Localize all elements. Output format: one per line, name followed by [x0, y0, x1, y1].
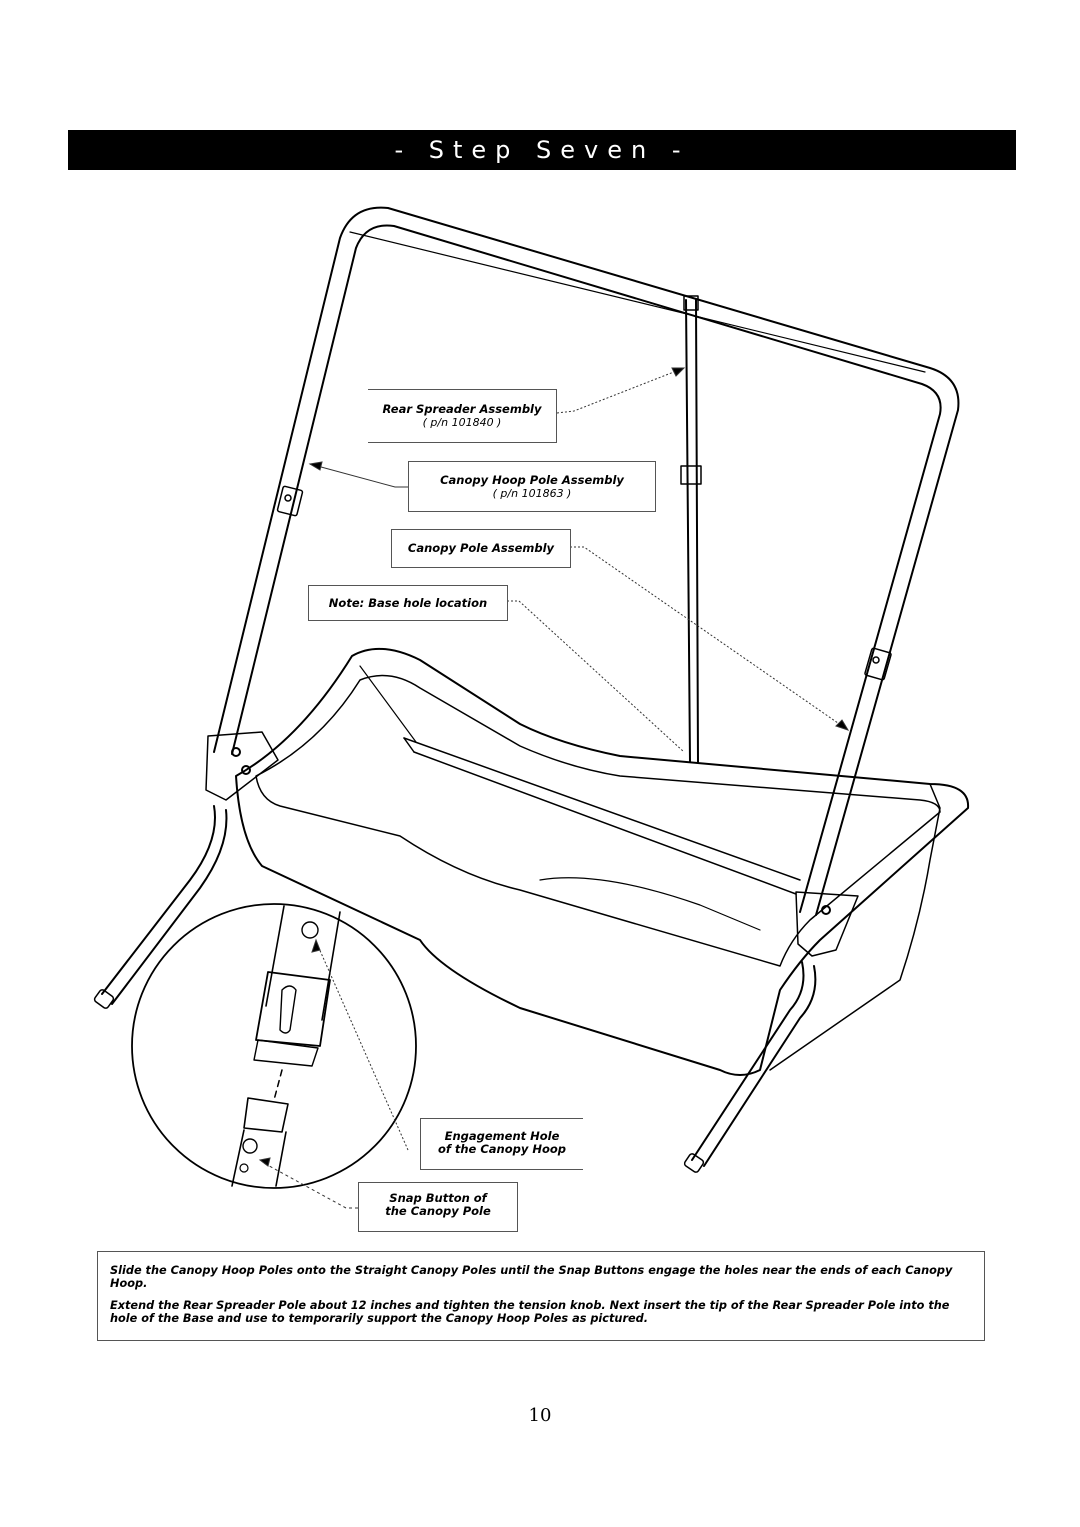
- engagement-hole-line2: of the Canopy Hoop: [437, 1142, 567, 1156]
- engagement-hole-callout: Engagement Hole of the Canopy Hoop: [420, 1118, 583, 1170]
- canopy-pole-callout: Canopy Pole Assembly: [391, 529, 571, 568]
- snap-button-callout: Snap Button of the Canopy Pole: [358, 1182, 518, 1232]
- canopy-hoop-pole-callout: Canopy Hoop Pole Assembly ( p/n 101863 ): [408, 461, 656, 512]
- canopy-hoop-frame: [213, 206, 960, 916]
- instruction-paragraph-1: Slide the Canopy Hoop Poles onto the Str…: [110, 1264, 953, 1290]
- rear-spreader-part-number: ( p/n 101840 ): [422, 416, 502, 429]
- right-front-leg: [683, 891, 859, 1173]
- canopy-pole-label: Canopy Pole Assembly: [407, 541, 555, 555]
- left-front-leg: [93, 731, 279, 1009]
- page-number: 10: [528, 1405, 552, 1426]
- instruction-paragraph-2: Extend the Rear Spreader Pole about 12 i…: [110, 1299, 950, 1325]
- callout-leader-lines: [258, 367, 850, 1209]
- base-tub: [235, 647, 970, 1076]
- step-title: - Step Seven -: [394, 136, 690, 164]
- hoop-pole-joint-left: [276, 485, 304, 517]
- canopy-hoop-pole-label: Canopy Hoop Pole Assembly: [440, 473, 624, 487]
- instructions-box: Slide the Canopy Hoop Poles onto the Str…: [97, 1251, 985, 1341]
- rear-spreader-callout: Rear Spreader Assembly ( p/n 101840 ): [368, 389, 557, 443]
- base-hole-label: Note: Base hole location: [328, 596, 488, 610]
- base-hole-callout: Note: Base hole location: [308, 585, 508, 621]
- snap-button-detail-magnifier: [131, 903, 417, 1189]
- snap-button-line1: Snap Button of: [389, 1191, 487, 1205]
- rear-spreader-label: Rear Spreader Assembly: [382, 402, 542, 416]
- rear-spreader-pole: [680, 295, 702, 763]
- engagement-hole-line1: Engagement Hole: [444, 1129, 560, 1143]
- hoop-pole-joint-right: [864, 647, 892, 681]
- step-title-bar: - Step Seven -: [68, 130, 1016, 170]
- canopy-hoop-pole-part-number: ( p/n 101863 ): [492, 487, 572, 500]
- snap-button-line2: the Canopy Pole: [385, 1204, 491, 1218]
